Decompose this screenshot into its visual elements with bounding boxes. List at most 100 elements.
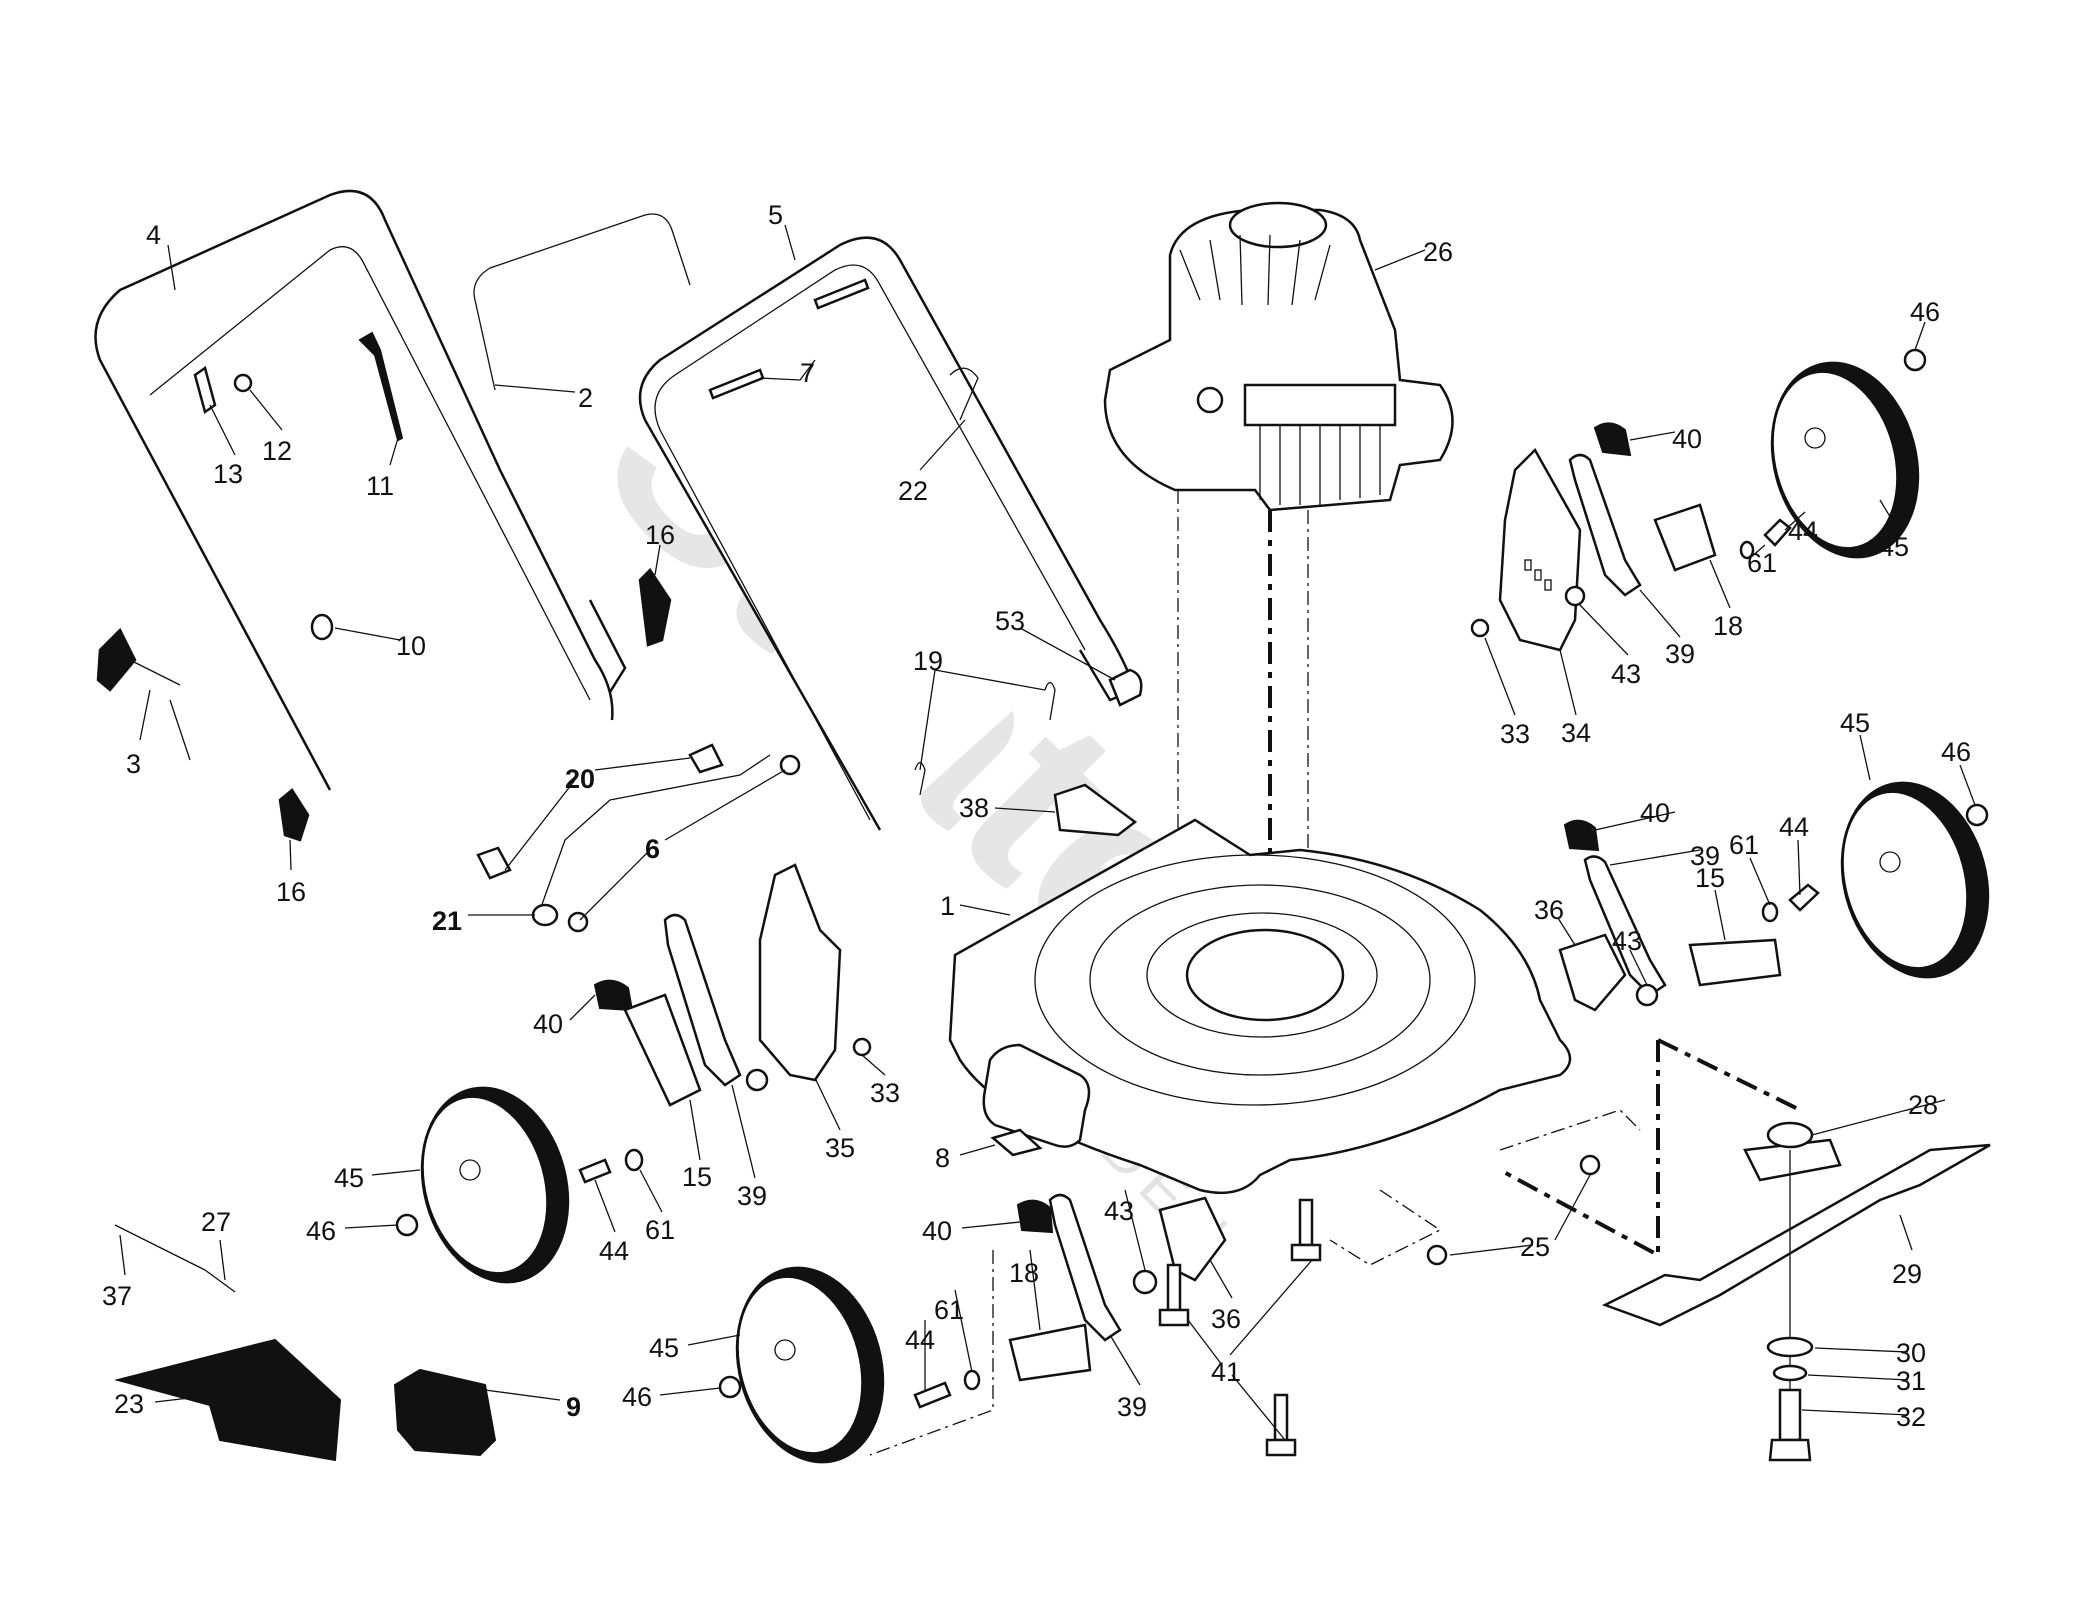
engine-26	[1103, 201, 1454, 512]
callout-53: 53	[995, 606, 1025, 636]
cable-11	[358, 331, 404, 442]
spacer-43-left	[745, 1068, 769, 1092]
bolt-41-c	[1265, 1393, 1297, 1457]
callout-4: 4	[146, 220, 161, 250]
callout-labels: 4 13 12 11 2 5 7 22 26 46 40 45 44 61 18…	[102, 200, 1971, 1432]
washer-61-left	[624, 1148, 644, 1172]
callout-23: 23	[114, 1389, 144, 1419]
callout-1: 1	[940, 891, 955, 921]
callout-9: 9	[566, 1392, 581, 1422]
callout-19: 19	[913, 646, 943, 676]
knob-3	[96, 627, 137, 692]
callout-44-a: 44	[1788, 516, 1818, 546]
bolt-44-left	[578, 1158, 612, 1184]
callout-40-d: 40	[922, 1216, 952, 1246]
height-lever-39-left	[663, 913, 742, 1087]
cable-clamp-53	[1108, 668, 1143, 707]
deck-mount-line	[1329, 1109, 1641, 1266]
callout-45-a: 45	[1879, 532, 1909, 562]
height-adjuster-36-rf	[1558, 933, 1627, 1012]
axle-bracket-18-rear	[1653, 503, 1717, 572]
callout-46-c: 46	[306, 1216, 336, 1246]
height-adjuster-plate-34	[1498, 447, 1582, 652]
height-adjuster-35	[758, 863, 842, 1082]
callout-46-a: 46	[1910, 297, 1940, 327]
spacer-43-rf	[1635, 983, 1659, 1007]
lock-washer-31	[1772, 1364, 1808, 1382]
callout-31: 31	[1896, 1366, 1926, 1396]
washer-61-lf	[963, 1369, 981, 1391]
lower-handle-4	[94, 189, 627, 791]
spring-27	[204, 1269, 236, 1293]
callout-7: 7	[800, 358, 815, 388]
washer-61-rf	[1761, 901, 1779, 923]
mower-deck-1	[948, 818, 1572, 1195]
callout-61-a: 61	[1747, 548, 1777, 578]
callout-34: 34	[1561, 718, 1591, 748]
callout-44-d: 44	[905, 1325, 935, 1355]
callout-5: 5	[768, 200, 783, 230]
height-lever-39-rear	[1568, 453, 1642, 597]
callout-26: 26	[1423, 237, 1453, 267]
callout-61-d: 61	[934, 1295, 964, 1325]
callout-33-b: 33	[870, 1078, 900, 1108]
nut-46-rear-left	[395, 1213, 419, 1237]
clip-8	[990, 1128, 1043, 1157]
callout-30: 30	[1896, 1338, 1926, 1368]
callout-45-d: 45	[649, 1333, 679, 1363]
callout-13: 13	[213, 459, 243, 489]
wheel-45-rear-left	[420, 1086, 570, 1284]
screw-12	[233, 373, 253, 393]
height-lever-39-lf	[1048, 1193, 1122, 1342]
callout-12: 12	[262, 436, 292, 466]
nut-46-front-right	[1965, 803, 1989, 827]
spacer-43-lf	[1132, 1269, 1158, 1295]
nut-33-left	[852, 1037, 872, 1057]
callout-39-d: 39	[1117, 1392, 1147, 1422]
callout-33-a: 33	[1500, 719, 1530, 749]
washer-30	[1766, 1336, 1814, 1358]
callout-29: 29	[1892, 1259, 1922, 1289]
wheel-45-rear-right	[1770, 361, 1920, 559]
axle-bracket-18-lf	[1008, 1323, 1092, 1382]
blade-adapter-28	[1743, 1121, 1842, 1182]
callout-8: 8	[935, 1143, 950, 1173]
nut-25-a	[1579, 1154, 1601, 1176]
lf-mount-line	[869, 1250, 994, 1456]
callout-43-c: 43	[1104, 1196, 1134, 1226]
linkage-rod-6	[476, 743, 801, 933]
callout-22: 22	[898, 476, 928, 506]
blade-bolt-32	[1768, 1388, 1812, 1462]
callout-18-b: 18	[1009, 1258, 1039, 1288]
mulch-plug-9	[393, 1368, 497, 1457]
callout-40-b: 40	[1640, 798, 1670, 828]
callout-44-c: 44	[599, 1236, 629, 1266]
rod-37	[114, 1224, 206, 1271]
wheel-45-front-left	[735, 1266, 885, 1464]
blade-assembly-line	[1499, 1038, 1801, 1259]
bolt-44-rear	[1763, 518, 1792, 547]
callout-40-a: 40	[1672, 424, 1702, 454]
callout-21: 21	[432, 906, 462, 936]
knob-16-lower	[278, 788, 310, 842]
cable-3	[129, 659, 191, 761]
upper-handle-5	[638, 236, 1137, 831]
bolt-41-a	[1158, 1263, 1190, 1327]
callout-39-b: 39	[1690, 841, 1720, 871]
washer-61-rear	[1739, 540, 1755, 560]
callout-25: 25	[1520, 1232, 1550, 1262]
callout-39-a: 39	[1665, 639, 1695, 669]
knob-16-upper	[638, 568, 672, 647]
axle-bracket-15-rf	[1688, 938, 1782, 987]
callout-61-c: 61	[645, 1215, 675, 1245]
callout-32: 32	[1896, 1402, 1926, 1432]
spacer-43-rear	[1564, 585, 1586, 607]
callout-35: 35	[825, 1133, 855, 1163]
lever-grip-40-rf	[1563, 819, 1600, 852]
rear-flap-23	[114, 1338, 342, 1462]
wheel-45-front-right	[1840, 781, 1990, 979]
bolt-44-lf	[913, 1381, 952, 1409]
callout-45-b: 45	[1840, 708, 1870, 738]
callout-6: 6	[645, 834, 660, 864]
callout-18-a: 18	[1713, 611, 1743, 641]
